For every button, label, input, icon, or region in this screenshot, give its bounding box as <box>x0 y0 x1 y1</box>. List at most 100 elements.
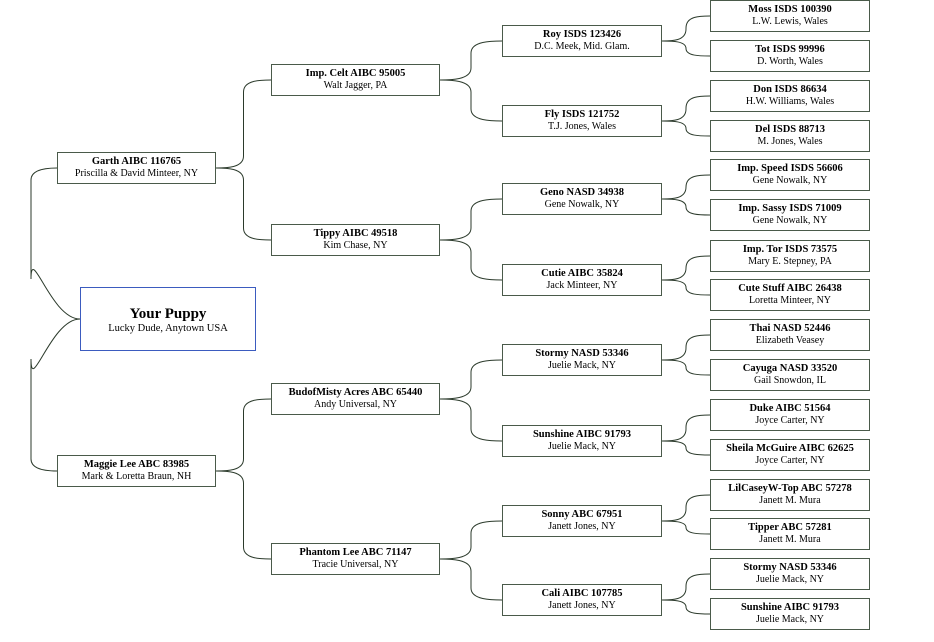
dog-name: Imp. Speed ISDS 56606 <box>737 163 843 174</box>
dog-owner: T.J. Jones, Wales <box>548 121 616 132</box>
dog-owner: Gail Snowdon, IL <box>754 375 826 386</box>
dog-owner: M. Jones, Wales <box>757 136 823 147</box>
connector-line <box>661 573 711 601</box>
dog-name: Roy ISDS 123426 <box>542 29 622 40</box>
dog-name: BudofMisty Acres ABC 65440 <box>288 387 423 398</box>
dog-owner: H.W. Williams, Wales <box>745 96 835 107</box>
great-grandparent-box: Stormy NASD 53346 Juelie Mack, NY <box>502 344 662 376</box>
dog-name: Tot ISDS 99996 <box>755 44 825 55</box>
puppy-name: Your Puppy <box>129 306 207 322</box>
connector-line <box>215 470 272 560</box>
connector-line <box>661 440 711 456</box>
connector-line <box>661 279 711 296</box>
connector-line <box>439 398 503 442</box>
connector-line <box>661 414 711 442</box>
g4-box: Imp. Sassy ISDS 71009 Gene Nowalk, NY <box>710 199 870 231</box>
puppy-box: Your Puppy Lucky Dude, Anytown USA <box>80 287 256 351</box>
g4-box: Duke AIBC 51564 Joyce Carter, NY <box>710 399 870 431</box>
great-grandparent-box: Cali AIBC 107785 Janett Jones, NY <box>502 584 662 616</box>
connector-line <box>661 95 711 122</box>
g4-box: Thai NASD 52446 Elizabeth Veasey <box>710 319 870 351</box>
dog-name: Cayuga NASD 33520 <box>742 363 838 374</box>
great-grandparent-box: Sonny ABC 67951 Janett Jones, NY <box>502 505 662 537</box>
dog-owner: Tracie Universal, NY <box>312 559 399 570</box>
great-grandparent-box: Fly ISDS 121752 T.J. Jones, Wales <box>502 105 662 137</box>
connector-line <box>30 167 81 320</box>
dog-owner: D. Worth, Wales <box>757 56 823 67</box>
dog-owner: Janett M. Mura <box>759 534 821 545</box>
sire-box: Garth AIBC 116765 Priscilla & David Mint… <box>57 152 216 184</box>
great-grandparent-box: Cutie AIBC 35824 Jack Minteer, NY <box>502 264 662 296</box>
connector-line <box>215 79 272 169</box>
dog-owner: Loretta Minteer, NY <box>748 295 832 306</box>
connector-line <box>439 198 503 241</box>
connector-line <box>439 79 503 122</box>
dog-owner: Janett Jones, NY <box>548 600 616 611</box>
g4-box: Cayuga NASD 33520 Gail Snowdon, IL <box>710 359 870 391</box>
dog-owner: Priscilla & David Minteer, NY <box>74 168 199 179</box>
g4-box: Imp. Tor ISDS 73575 Mary E. Stepney, PA <box>710 240 870 272</box>
dog-owner: Juelie Mack, NY <box>547 441 617 452</box>
g4-box: LilCaseyW-Top ABC 57278 Janett M. Mura <box>710 479 870 511</box>
connector-line <box>661 40 711 57</box>
g4-box: Moss ISDS 100390 L.W. Lewis, Wales <box>710 0 870 32</box>
g4-box: Don ISDS 86634 H.W. Williams, Wales <box>710 80 870 112</box>
connector-line <box>661 599 711 615</box>
dog-name: Cutie AIBC 35824 <box>541 268 623 279</box>
dog-owner: Walt Jagger, PA <box>323 80 388 91</box>
dam-box: Maggie Lee ABC 83985 Mark & Loretta Brau… <box>57 455 216 487</box>
grandparent-box: Imp. Celt AIBC 95005 Walt Jagger, PA <box>271 64 440 96</box>
connector-line <box>661 15 711 42</box>
connector-line <box>439 558 503 601</box>
dog-name: Don ISDS 86634 <box>753 84 827 95</box>
dog-owner: Juelie Mack, NY <box>755 574 825 585</box>
dog-name: Stormy NASD 53346 <box>535 348 629 359</box>
dog-owner: L.W. Lewis, Wales <box>752 16 828 27</box>
g4-box: Sheila McGuire AIBC 62625 Joyce Carter, … <box>710 439 870 471</box>
dog-name: Fly ISDS 121752 <box>544 109 620 120</box>
dog-owner: Mary E. Stepney, PA <box>748 256 832 267</box>
connector-line <box>30 318 81 472</box>
dog-name: Sheila McGuire AIBC 62625 <box>726 443 854 454</box>
dog-name: Maggie Lee ABC 83985 <box>83 459 190 470</box>
dog-name: Garth AIBC 116765 <box>91 156 182 167</box>
connector-line <box>439 239 503 281</box>
great-grandparent-box: Sunshine AIBC 91793 Juelie Mack, NY <box>502 425 662 457</box>
dog-name: Tippy AIBC 49518 <box>313 228 398 239</box>
dog-owner: Juelie Mack, NY <box>755 614 825 625</box>
dog-name: Tipper ABC 57281 <box>748 522 832 533</box>
dog-name: Sonny ABC 67951 <box>541 509 623 520</box>
g4-box: Del ISDS 88713 M. Jones, Wales <box>710 120 870 152</box>
dog-owner: Gene Nowalk, NY <box>544 199 620 210</box>
dog-owner: Gene Nowalk, NY <box>752 215 828 226</box>
dog-name: Phantom Lee ABC 71147 <box>299 547 412 558</box>
connector-line <box>661 120 711 137</box>
puppy-owner: Lucky Dude, Anytown USA <box>108 323 228 334</box>
connector-line <box>661 174 711 200</box>
g4-box: Tot ISDS 99996 D. Worth, Wales <box>710 40 870 72</box>
dog-owner: Gene Nowalk, NY <box>752 175 828 186</box>
connector-line <box>661 359 711 376</box>
grandparent-box: Phantom Lee ABC 71147 Tracie Universal, … <box>271 543 440 575</box>
connector-line <box>661 334 711 361</box>
dog-name: Moss ISDS 100390 <box>748 4 832 15</box>
dog-name: Thai NASD 52446 <box>749 323 831 334</box>
connector-line <box>215 398 272 472</box>
dog-name: Imp. Celt AIBC 95005 <box>305 68 406 79</box>
dog-owner: Janett Jones, NY <box>548 521 616 532</box>
connector-line <box>661 198 711 216</box>
g4-box: Sunshine AIBC 91793 Juelie Mack, NY <box>710 598 870 630</box>
dog-owner: Joyce Carter, NY <box>755 415 825 426</box>
dog-owner: Elizabeth Veasey <box>755 335 825 346</box>
dog-owner: D.C. Meek, Mid. Glam. <box>534 41 630 52</box>
g4-box: Stormy NASD 53346 Juelie Mack, NY <box>710 558 870 590</box>
dog-name: LilCaseyW-Top ABC 57278 <box>728 483 852 494</box>
g4-box: Tipper ABC 57281 Janett M. Mura <box>710 518 870 550</box>
grandparent-box: BudofMisty Acres ABC 65440 Andy Universa… <box>271 383 440 415</box>
dog-name: Cali AIBC 107785 <box>541 588 623 599</box>
dog-name: Imp. Sassy ISDS 71009 <box>738 203 842 214</box>
connector-line <box>439 359 503 400</box>
g4-box: Imp. Speed ISDS 56606 Gene Nowalk, NY <box>710 159 870 191</box>
connector-line <box>661 520 711 535</box>
